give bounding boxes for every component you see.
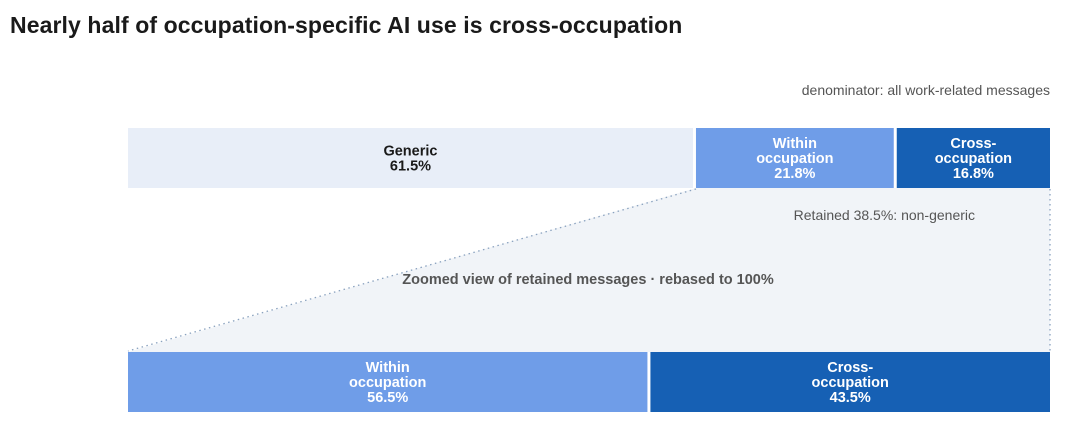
denominator-note: denominator: all work-related messages [801, 82, 1050, 98]
bar-segment-within [128, 352, 648, 412]
bar-label-line: Generic [383, 144, 437, 160]
bar-value-label: 61.5% [390, 159, 431, 175]
bar-label-line: occupation [812, 375, 889, 391]
bar-label-line: Cross- [827, 360, 873, 376]
bar-segment-cross [650, 352, 1050, 412]
bar-value-label: 16.8% [953, 166, 994, 182]
bar-value-label: 21.8% [774, 166, 815, 182]
zoom-note: Zoomed view of retained messages · rebas… [402, 272, 774, 288]
bar-value-label: 43.5% [830, 390, 871, 406]
bar-label-line: Cross- [950, 136, 996, 152]
bar-label-line: occupation [756, 151, 833, 167]
bar-segment-within [695, 128, 894, 188]
bar-segment-generic [128, 128, 693, 188]
bar-segment-cross [896, 128, 1050, 188]
zoom-band [128, 188, 1050, 352]
bar-value-label: 56.5% [367, 390, 408, 406]
bar-label-line: Within [773, 136, 817, 152]
retained-note: Retained 38.5%: non-generic [794, 207, 975, 223]
bar-label-line: Within [366, 360, 410, 376]
bar-label-line: occupation [935, 151, 1012, 167]
bar-label-line: occupation [349, 375, 426, 391]
chart-title: Nearly half of occupation-specific AI us… [10, 12, 683, 38]
zoom-connector-left [127, 188, 697, 352]
